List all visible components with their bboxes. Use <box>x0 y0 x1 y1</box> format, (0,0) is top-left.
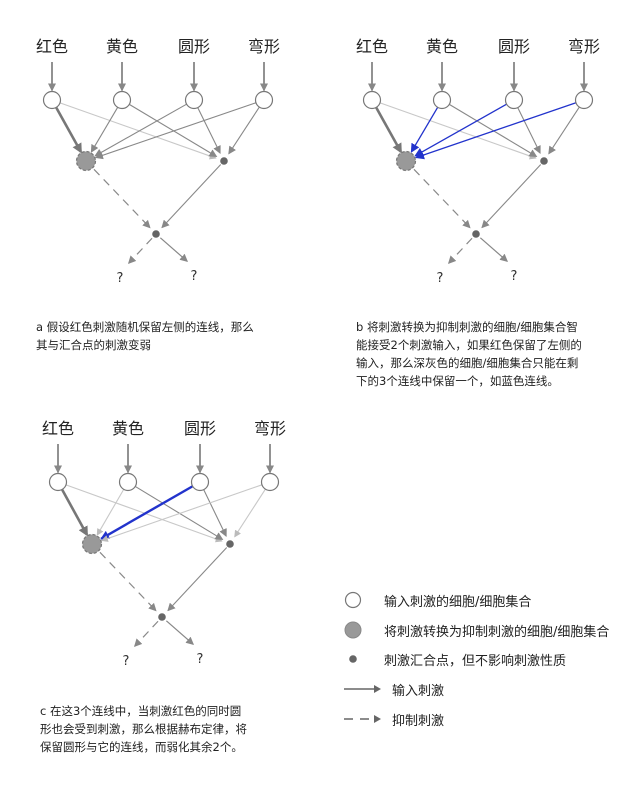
edge-dark-bottom <box>413 168 471 229</box>
input-label-1: 黄色 <box>112 419 144 438</box>
edge-red-dark <box>375 106 403 154</box>
input-label-3: 弯形 <box>568 37 600 56</box>
input-cell-0 <box>48 472 68 492</box>
edge-yellow-junction <box>449 103 538 157</box>
edge-junction-bottom <box>481 164 542 229</box>
edge-red-dark <box>55 106 83 154</box>
legend-inhibit-stim-label: 抑制刺激 <box>392 713 445 729</box>
inhibit-cell <box>75 150 97 172</box>
question-left: ? <box>437 271 444 286</box>
input-cell-3 <box>260 472 280 492</box>
edge-bottom-left <box>127 237 153 265</box>
question-right: ? <box>197 652 204 667</box>
legend-junction: 刺激汇合点，但不影响刺激性质 <box>344 648 566 670</box>
question-right: ? <box>511 269 518 284</box>
edge-bottom-left <box>447 237 473 265</box>
edge-circle-dark <box>414 103 507 157</box>
edge-red-junction <box>379 102 537 160</box>
junction-bottom <box>152 230 160 238</box>
input-cell-3 <box>254 90 274 110</box>
edge-yellow-junction <box>134 485 224 540</box>
edge-yellow-junction <box>129 103 218 157</box>
question-left: ? <box>117 271 124 286</box>
edge-circle-dark <box>100 485 194 540</box>
edge-circle-junction <box>517 107 541 155</box>
input-label-0: 红色 <box>36 37 68 56</box>
junction-right <box>220 157 228 165</box>
inhibit-cell <box>395 150 417 172</box>
junction-right <box>540 157 548 165</box>
caption-b: b 将刺激转换为抑制刺激的细胞/细胞集合智 能接受2个刺激输入，如果红色保留了左… <box>356 320 582 388</box>
edge-junction-bottom <box>161 164 222 229</box>
legend-input-stim: 输入刺激 <box>344 678 444 700</box>
question-right: ? <box>191 269 198 284</box>
junction-right <box>226 540 234 548</box>
input-label-2: 圆形 <box>178 37 210 56</box>
input-label-0: 红色 <box>356 37 388 56</box>
edge-bottom-right <box>159 237 188 262</box>
edge-red-junction <box>59 102 217 160</box>
inhibit-cell <box>81 533 103 555</box>
edge-dark-bottom <box>99 551 157 612</box>
edge-curve-dark <box>414 102 577 160</box>
edge-bottom-right <box>479 237 509 262</box>
legend-inhibit-cell-label: 将刺激转换为抑制刺激的细胞/细胞集合 <box>384 624 610 640</box>
input-cell-2 <box>190 472 210 492</box>
edge-curve-dark <box>94 102 257 160</box>
edge-bottom-right <box>165 620 194 645</box>
edge-circle-dark <box>94 103 187 157</box>
edge-dark-bottom <box>93 168 151 229</box>
edge-curve-dark <box>100 484 263 542</box>
input-cell-2 <box>184 90 204 110</box>
input-cell-1 <box>432 90 452 110</box>
input-cell-2 <box>504 90 524 110</box>
edge-red-dark <box>60 488 89 537</box>
input-label-1: 黄色 <box>106 37 138 56</box>
caption-a: a 假设红色刺激随机保留左侧的连线，那么 其与汇合点的刺激变弱 <box>36 320 254 352</box>
edge-curve-junction <box>548 106 580 155</box>
caption-c: c 在这3个连线中，当刺激红色的同时圆 形也会受到刺激，那么根据赫布定律，将 保… <box>40 704 247 754</box>
legend-junction-label: 刺激汇合点，但不影响刺激性质 <box>384 653 567 669</box>
edge-curve-junction <box>228 106 260 155</box>
edge-circle-junction <box>197 107 221 155</box>
edge-junction-bottom <box>167 547 228 612</box>
input-label-2: 圆形 <box>498 37 530 56</box>
input-label-3: 弯形 <box>248 37 280 56</box>
junction-bottom <box>158 613 166 621</box>
legend-input-cell: 输入刺激的细胞/细胞集合 <box>344 589 531 611</box>
edge-yellow-dark <box>96 489 125 536</box>
edge-circle-junction <box>203 489 227 537</box>
input-cell-0 <box>42 90 62 110</box>
question-left: ? <box>123 654 130 669</box>
edge-yellow-dark <box>90 107 119 153</box>
edge-yellow-dark <box>410 106 439 153</box>
input-label-2: 圆形 <box>184 419 216 438</box>
input-cell-0 <box>362 90 382 110</box>
legend-inhibit-cell: 将刺激转换为抑制刺激的细胞/细胞集合 <box>344 619 609 641</box>
input-label-3: 弯形 <box>254 419 286 438</box>
edge-curve-junction <box>234 488 266 538</box>
legend-inhibit-stim: 抑制刺激 <box>344 708 444 730</box>
input-cell-1 <box>118 472 138 492</box>
junction-bottom <box>472 230 480 238</box>
input-cell-3 <box>574 90 594 110</box>
input-label-1: 黄色 <box>426 37 458 56</box>
input-cell-1 <box>112 90 132 110</box>
edge-bottom-left <box>133 620 159 647</box>
legend-input-stim-label: 输入刺激 <box>392 683 445 699</box>
legend-input-cell-label: 输入刺激的细胞/细胞集合 <box>384 594 532 610</box>
input-label-0: 红色 <box>42 419 74 438</box>
